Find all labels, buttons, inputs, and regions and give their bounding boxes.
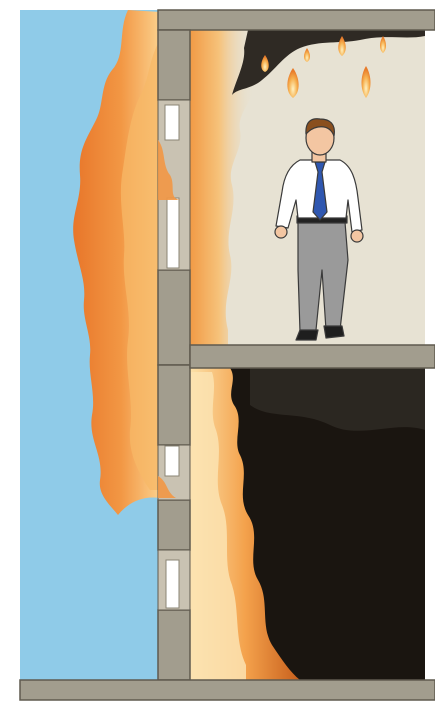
ground — [20, 680, 435, 700]
floor-slab — [190, 345, 435, 368]
